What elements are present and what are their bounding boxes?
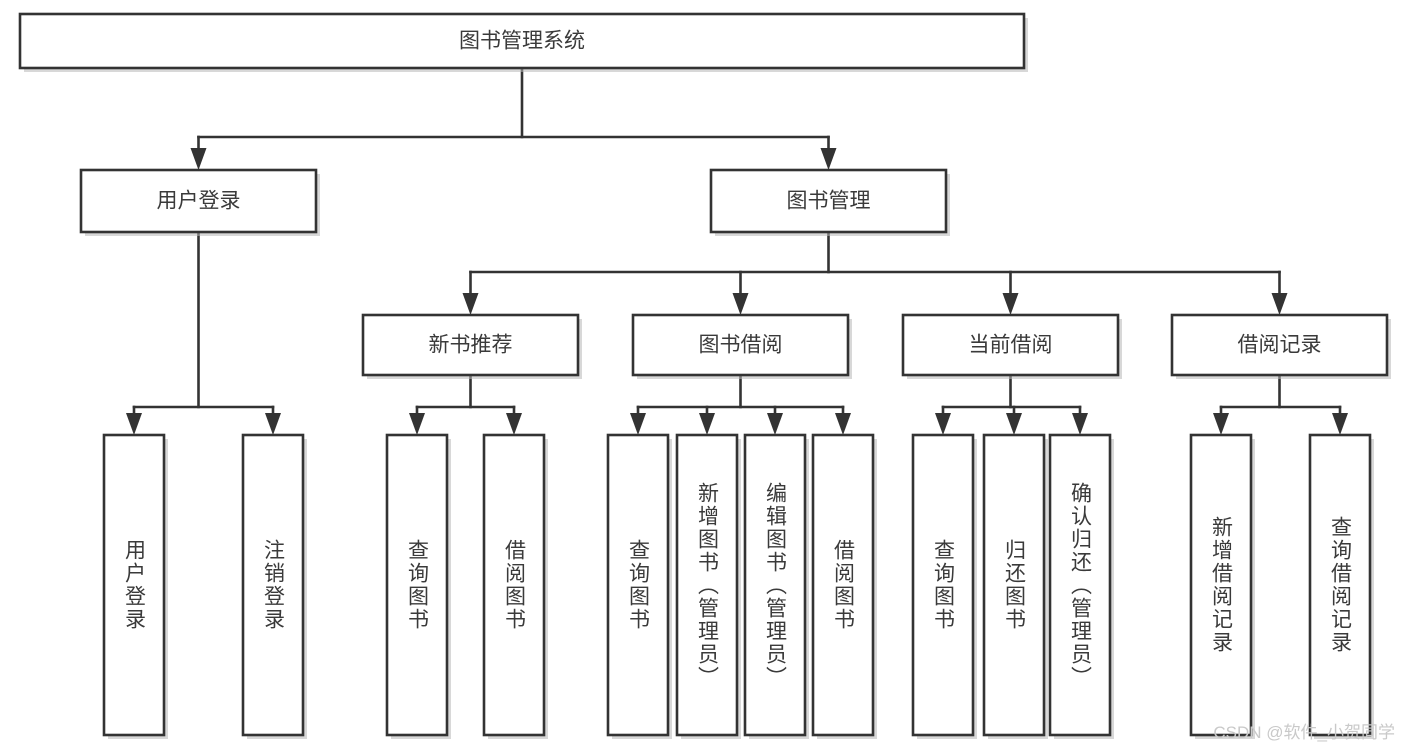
csdn-watermark: CSDN @软件_小贺同学 [1213, 723, 1395, 742]
arrow-head-icon [732, 293, 749, 315]
arrow-head-icon [1072, 413, 1088, 435]
node-leaf-query-book-1[interactable] [385, 433, 449, 737]
node-label-borrow-record: 借阅记录 [1238, 334, 1322, 357]
node-user-login[interactable] [79, 168, 318, 234]
arrow-head-icon [1271, 293, 1288, 315]
node-leaf-user-login[interactable] [102, 433, 166, 737]
node-leaf-add-record[interactable] [1189, 433, 1253, 737]
node-label-new-book-rec: 新书推荐 [429, 334, 513, 357]
node-leaf-query-book-3[interactable] [911, 433, 975, 737]
arrow-head-icon [835, 413, 851, 435]
arrow-head-icon [935, 413, 951, 435]
node-current-borrow[interactable] [901, 313, 1120, 377]
arrow-head-icon [506, 413, 522, 435]
node-new-book-rec[interactable] [361, 313, 580, 377]
arrow-head-icon [409, 413, 425, 435]
node-root[interactable] [18, 12, 1026, 70]
node-leaf-confirm-return[interactable] [1048, 433, 1112, 737]
node-leaf-return-book[interactable] [982, 433, 1046, 737]
arrow-head-icon [630, 413, 646, 435]
arrow-head-icon [265, 413, 281, 435]
node-leaf-query-book-2[interactable] [606, 433, 670, 737]
arrow-head-icon [1213, 413, 1229, 435]
node-label-current-borrow: 当前借阅 [969, 334, 1053, 357]
node-book-manage[interactable] [709, 168, 948, 234]
node-label-user-login: 用户登录 [157, 190, 241, 213]
node-label-book-borrow: 图书借阅 [699, 334, 783, 357]
node-leaf-add-book[interactable] [675, 433, 739, 737]
arrow-head-icon [699, 413, 715, 435]
arrow-head-icon [820, 148, 837, 170]
node-leaf-edit-book[interactable] [743, 433, 807, 737]
node-leaf-borrow-book-1[interactable] [482, 433, 546, 737]
node-leaf-logout[interactable] [241, 433, 305, 737]
node-label-root: 图书管理系统 [459, 30, 585, 53]
node-label-book-manage: 图书管理 [787, 190, 871, 213]
arrow-head-icon [190, 148, 207, 170]
arrow-head-icon [462, 293, 479, 315]
node-book-borrow[interactable] [631, 313, 850, 377]
node-borrow-record[interactable] [1170, 313, 1389, 377]
node-leaf-borrow-book-2[interactable] [811, 433, 875, 737]
arrow-head-icon [126, 413, 142, 435]
arrow-head-icon [767, 413, 783, 435]
boxes-layer [18, 12, 1391, 739]
node-leaf-query-record[interactable] [1308, 433, 1372, 737]
arrow-head-icon [1006, 413, 1022, 435]
connectors-layer [126, 66, 1348, 435]
arrow-head-icon [1002, 293, 1019, 315]
arrow-head-icon [1332, 413, 1348, 435]
